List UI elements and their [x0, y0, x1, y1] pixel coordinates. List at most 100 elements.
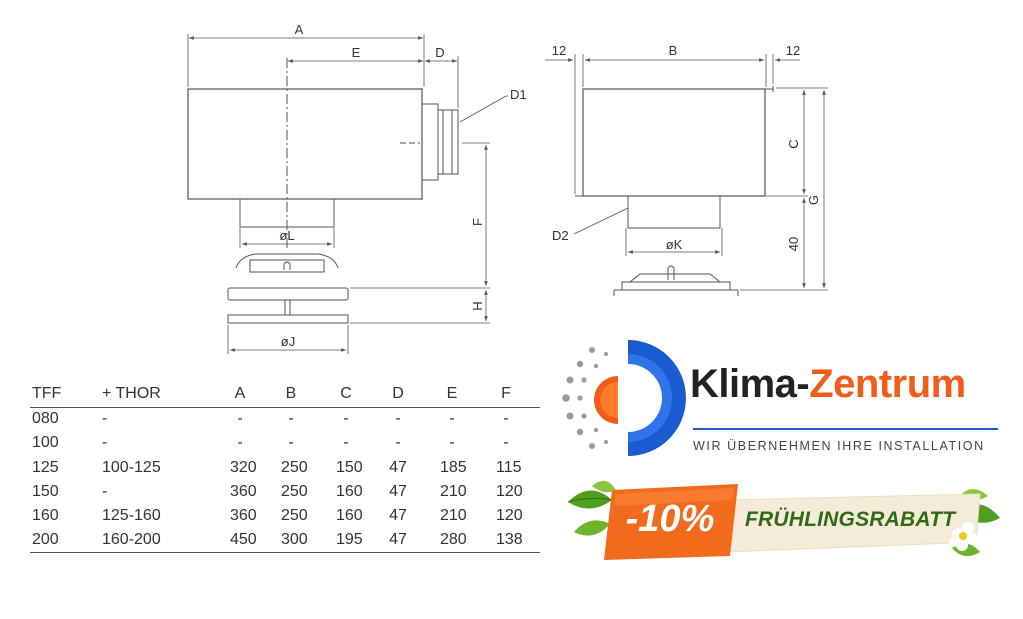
table-cell: 115 [496, 458, 522, 476]
side-outlet [627, 195, 721, 229]
side-dimensions [545, 54, 828, 291]
label-c: C [786, 139, 801, 148]
label-h: H [470, 301, 485, 310]
valve-disk-lower [227, 314, 349, 324]
table-cell: 138 [496, 531, 523, 549]
side-view [575, 86, 774, 296]
table-cell: - [343, 410, 349, 427]
table-cell: 160 [336, 507, 363, 525]
table-cell: 360 [230, 482, 257, 500]
header-d: D [392, 385, 404, 402]
table-row: 100 - - - - - - - [30, 432, 540, 456]
table-cell: 47 [389, 507, 407, 525]
label-j: øJ [281, 334, 295, 349]
table-cell: 160-200 [102, 531, 161, 549]
spring-discount-banner [567, 480, 1000, 560]
front-box [187, 88, 423, 200]
front-view [187, 58, 459, 324]
flower-icon [949, 522, 978, 551]
brand-tagline: WIR ÜBERNEHMEN IHRE INSTALLATION [693, 439, 985, 453]
table-row: 200 160-200 450 300 195 47 280 138 [30, 529, 540, 553]
table-cell: - [343, 434, 349, 452]
front-outlet [239, 198, 335, 228]
header-f: F [501, 385, 511, 402]
table-row: 150 - 360 250 160 47 210 120 [30, 481, 540, 505]
table-cell: 120 [496, 482, 523, 500]
table-cell: - [395, 434, 401, 452]
table-header-row: TFF + THOR A B C D E F [30, 383, 540, 408]
klima-zentrum-logo-icon [562, 340, 686, 456]
table-cell: - [237, 410, 243, 427]
table-cell: 150 [32, 482, 59, 500]
brand-underline [693, 428, 998, 430]
label-d2: D2 [552, 228, 569, 243]
valve-cap [235, 253, 339, 269]
table-cell: - [102, 434, 108, 452]
promo-label: FRÜHLINGSRABATT [745, 508, 956, 531]
technical-drawing: A E D D1 F H øL øJ B 12 12 C G 40 øK D2 [187, 22, 828, 354]
label-g: G [806, 195, 821, 205]
table-cell: 200 [32, 531, 59, 549]
table-cell: - [449, 434, 455, 452]
table-cell: 185 [440, 458, 467, 476]
table-row: 160 125-160 360 250 160 47 210 120 [30, 505, 540, 529]
table-cell: 300 [281, 531, 308, 549]
header-b: B [285, 385, 297, 402]
table-cell: 360 [230, 507, 257, 525]
label-a: A [295, 22, 304, 37]
table-cell: 100-125 [102, 458, 161, 476]
discount-value: -10% [625, 498, 715, 540]
label-k: øK [666, 237, 683, 252]
header-tff: TFF [32, 385, 62, 402]
table-bottom-rule [30, 552, 540, 553]
table-cell: - [503, 434, 509, 452]
label-40: 40 [786, 237, 801, 251]
brand-name-part1: Klima- [690, 362, 810, 406]
table-row: 125 100-125 320 250 150 47 185 115 [30, 457, 540, 481]
table-cell: - [395, 410, 401, 427]
table-cell: - [102, 410, 108, 427]
side-collar [437, 109, 459, 175]
table-cell: 450 [230, 531, 257, 549]
label-12-right: 12 [786, 43, 800, 58]
table-cell: - [503, 410, 509, 427]
leaf-icon [567, 480, 616, 536]
table-cell: 250 [281, 458, 308, 476]
table-cell: 250 [281, 507, 308, 525]
table-cell: 47 [389, 482, 407, 500]
table-cell: 195 [336, 531, 363, 549]
side-box [582, 88, 766, 197]
dimension-table: TFF + THOR A B C D E F 080 - - - - - - -… [30, 383, 540, 554]
brand-name: Klima-Zentrum [690, 362, 966, 407]
header-a: A [234, 385, 246, 402]
table-cell: 280 [440, 531, 467, 549]
table-cell: - [288, 410, 294, 427]
table-cell: - [288, 434, 294, 452]
table-cell: - [102, 482, 108, 500]
header-c: C [340, 385, 352, 402]
table-cell: - [237, 434, 243, 452]
label-12-left: 12 [552, 43, 566, 58]
front-dimensions [187, 34, 508, 354]
table-cell: 125 [32, 458, 59, 476]
table-cell: 210 [440, 507, 467, 525]
table-cell: 250 [281, 482, 308, 500]
table-cell: 120 [496, 507, 523, 525]
table-cell: - [449, 410, 455, 427]
valve-disk-upper [227, 287, 349, 301]
label-d1: D1 [510, 87, 527, 102]
label-b: B [669, 43, 678, 58]
table-cell: 47 [389, 458, 407, 476]
table-cell: 210 [440, 482, 467, 500]
label-l: øL [279, 228, 294, 243]
table-cell: 080 [32, 410, 59, 427]
table-cell: 160 [336, 482, 363, 500]
side-base [621, 281, 731, 291]
label-d: D [435, 45, 444, 60]
header-thor: + THOR [102, 385, 161, 402]
table-cell: 160 [32, 507, 59, 525]
table-cell: 125-160 [102, 507, 161, 525]
table-cell: 47 [389, 531, 407, 549]
drawing-labels: A E D D1 F H øL øJ B 12 12 C G 40 øK D2 [279, 22, 821, 349]
brand-name-part2: Zentrum [809, 362, 966, 406]
